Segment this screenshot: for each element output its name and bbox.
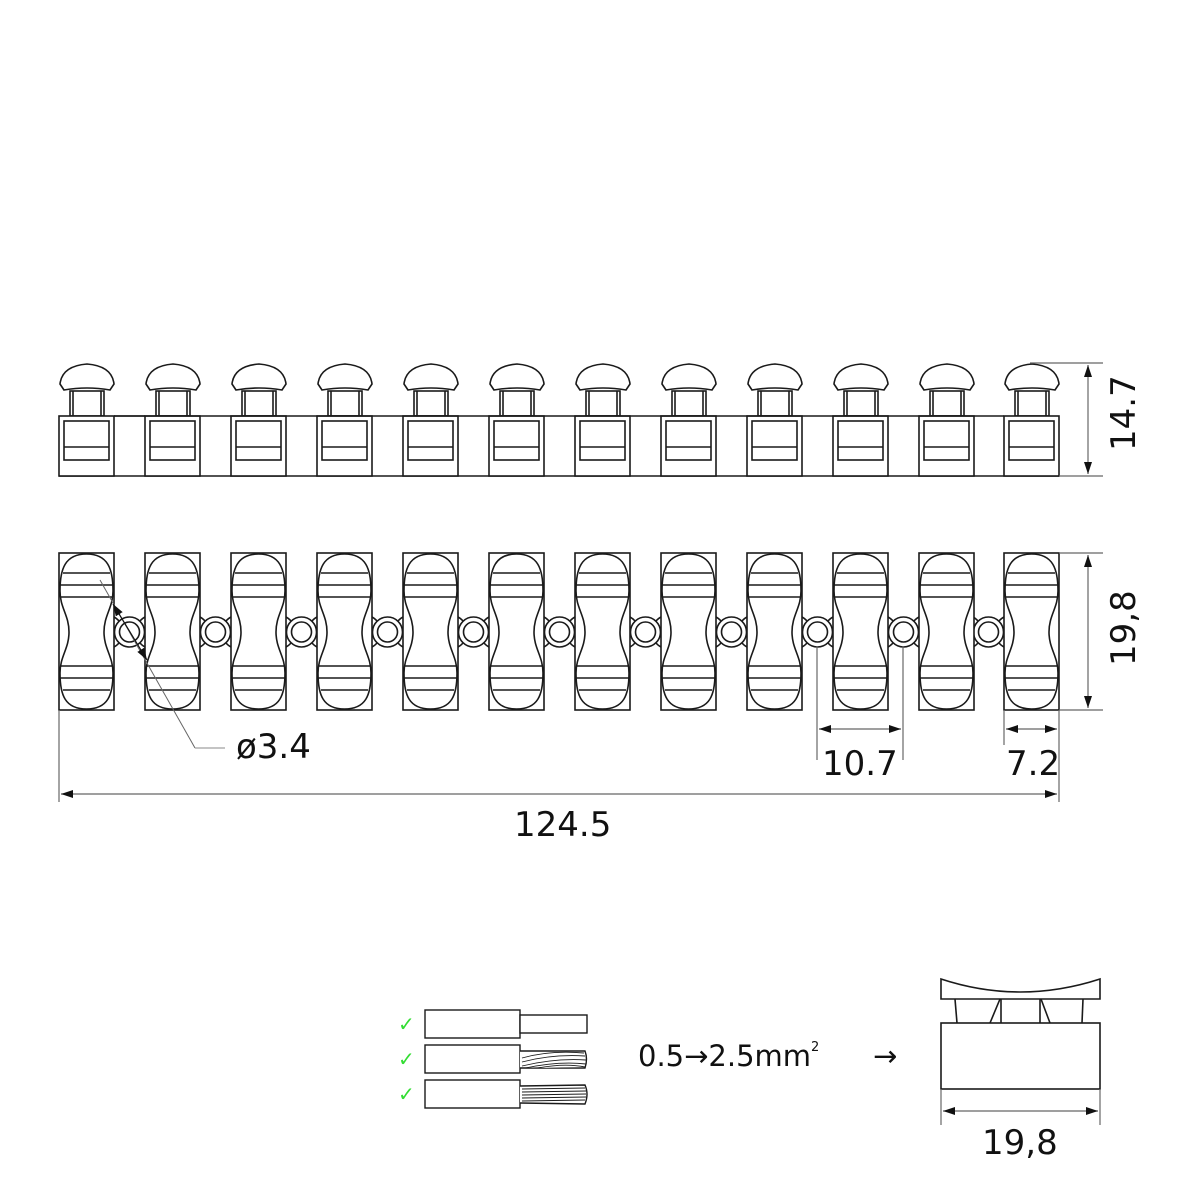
label-hole-diameter: ø3.4 bbox=[236, 727, 311, 767]
check-icon-stranded: ✓ bbox=[398, 1047, 415, 1071]
label-block-width: 7.2 bbox=[1006, 744, 1061, 784]
check-icon-fine-stranded: ✓ bbox=[398, 1082, 415, 1106]
wire-range-superscript: 2 bbox=[811, 1040, 820, 1056]
label-total-length: 124.5 bbox=[514, 805, 612, 845]
front-view-strip bbox=[58, 552, 1060, 711]
wire-types bbox=[424, 1009, 588, 1109]
label-top-height: 14.7 bbox=[1104, 375, 1144, 451]
dimension-side-width bbox=[940, 1089, 1101, 1125]
dimension-top-height bbox=[1030, 362, 1103, 477]
check-icon-solid: ✓ bbox=[398, 1012, 415, 1036]
dimension-hole-diameter bbox=[99, 579, 225, 749]
dimension-block-width bbox=[1003, 710, 1060, 802]
dimension-front-height bbox=[1059, 552, 1103, 711]
label-side-width: 19,8 bbox=[982, 1123, 1058, 1163]
label-front-height: 19,8 bbox=[1104, 590, 1144, 666]
dimension-pitch bbox=[816, 646, 904, 760]
wire-range-label: 0.5→2.5mm2 bbox=[638, 1039, 819, 1073]
wire-range-text: 0.5→2.5mm bbox=[638, 1039, 812, 1073]
label-pitch: 10.7 bbox=[822, 744, 898, 784]
arrow-icon: → bbox=[873, 1039, 898, 1073]
side-view bbox=[940, 977, 1101, 1090]
top-view-strip bbox=[58, 363, 1060, 477]
dimension-total-length bbox=[58, 710, 1057, 802]
